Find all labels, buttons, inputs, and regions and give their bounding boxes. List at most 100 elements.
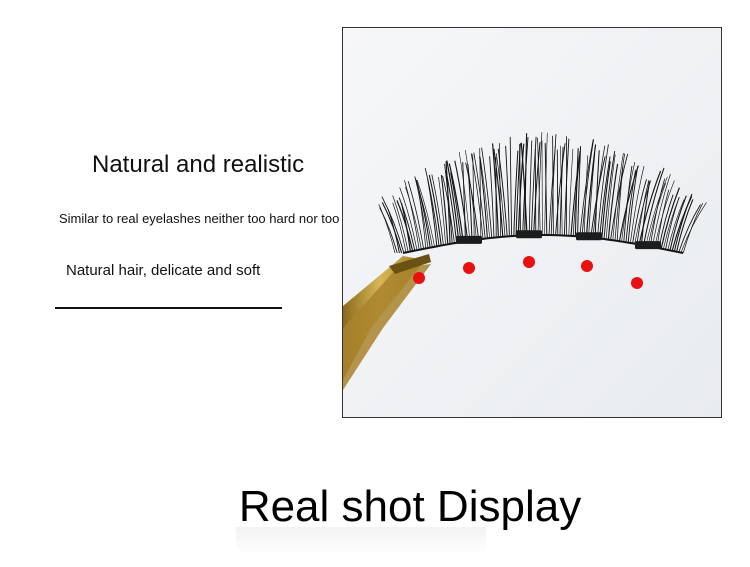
lash-hair <box>607 163 619 240</box>
lash-hair <box>398 197 416 251</box>
feature-subline: Similar to real eyelashes neither too ha… <box>59 211 364 226</box>
lash-hair <box>568 148 574 236</box>
lash-hair <box>505 145 510 237</box>
lash-hair <box>581 139 595 237</box>
lash-hair <box>676 199 694 252</box>
lash-hair <box>585 144 597 238</box>
lash-hair <box>579 139 594 237</box>
lash-hair <box>574 148 579 237</box>
lash-hair <box>481 147 493 238</box>
lash-hair <box>442 175 455 244</box>
lash-hair <box>533 142 541 236</box>
lash-hair <box>673 193 693 252</box>
lash-hair <box>625 169 637 243</box>
lash-hair <box>392 202 407 253</box>
tweezer-icon <box>343 254 431 390</box>
magnet-strip <box>635 241 661 250</box>
lash-hair <box>509 136 513 237</box>
lash-hair <box>489 156 495 238</box>
magnet-dot <box>631 277 643 289</box>
lash-hair <box>440 175 449 245</box>
lash-hair <box>667 199 685 250</box>
lash-hair <box>473 152 486 239</box>
lash-hair <box>649 178 666 247</box>
lash-hair <box>517 143 525 236</box>
lash-hair <box>623 165 633 242</box>
magnet-dot <box>463 262 475 274</box>
lash-hair <box>588 153 596 238</box>
lash-hair <box>597 144 609 239</box>
lash-hair <box>392 195 409 253</box>
lash-hair <box>470 153 484 239</box>
lash-hair <box>495 153 506 237</box>
lash-hair <box>652 174 671 247</box>
lash-hair <box>431 174 444 246</box>
lash-hair <box>462 162 466 242</box>
lash-hair <box>555 143 566 236</box>
lash-hair <box>560 145 563 236</box>
lash-hair <box>616 166 624 241</box>
lash-hair <box>678 204 701 253</box>
lash-hair <box>404 180 420 250</box>
divider-line <box>55 307 282 309</box>
lash-hair <box>636 180 650 245</box>
lash-hair <box>454 160 469 242</box>
lash-hair <box>594 150 600 239</box>
lash-hair <box>414 176 429 249</box>
lash-hair <box>424 168 440 246</box>
lash-hair <box>407 181 424 249</box>
lash-hair <box>645 176 668 246</box>
lash-hair <box>381 202 403 254</box>
caption-reflection <box>236 527 486 555</box>
lash-hair <box>458 151 471 241</box>
magnet-strip <box>516 230 542 239</box>
lash-hair <box>640 181 651 245</box>
lash-hair <box>643 167 665 246</box>
lash-hair <box>610 153 629 240</box>
lash-hair <box>632 179 647 244</box>
lash-hair <box>396 200 414 252</box>
lash-hair <box>583 155 589 237</box>
lash-hair <box>379 207 398 254</box>
lash-hair <box>614 153 625 241</box>
lash-hair <box>405 186 422 250</box>
lash-hair <box>445 171 458 243</box>
product-photo <box>342 27 722 418</box>
lash-hair <box>524 133 528 236</box>
magnet-strip <box>576 232 602 241</box>
lash-hair <box>378 204 396 254</box>
lash-hair <box>528 140 533 236</box>
lash-hair <box>605 154 616 240</box>
lash-hair <box>682 203 704 254</box>
lash-hair <box>416 179 435 247</box>
lash-hair <box>493 148 504 237</box>
lash-hair <box>448 163 464 242</box>
lash-hair <box>537 137 541 236</box>
lash-hair <box>534 149 537 236</box>
lash-hair <box>601 161 611 239</box>
lash-hair <box>428 174 442 246</box>
lash-hair <box>520 142 528 236</box>
lash-hair <box>513 150 519 237</box>
feature-description: Natural hair, delicate and soft <box>66 262 261 279</box>
lash-hair <box>630 165 645 244</box>
lash-hair <box>438 176 446 245</box>
magnet-dot <box>523 256 535 268</box>
lash-hair <box>399 187 418 251</box>
lash-hair <box>381 196 405 253</box>
lash-hair <box>537 132 543 236</box>
lash-hair <box>465 162 480 240</box>
magnet-dots <box>413 256 643 289</box>
magnet-strips <box>456 230 661 250</box>
lash-hair <box>519 144 521 236</box>
lash-hair <box>612 152 624 241</box>
magnet-strip <box>456 235 482 244</box>
lash-hair <box>577 146 582 237</box>
lash-hair <box>556 149 559 236</box>
lash-hair <box>530 136 537 236</box>
lash-hair <box>444 163 453 244</box>
lash-hair <box>665 197 680 250</box>
lash-hair <box>638 170 662 245</box>
magnet-dot <box>581 260 593 272</box>
photo-caption: Real shot Display <box>238 482 582 531</box>
